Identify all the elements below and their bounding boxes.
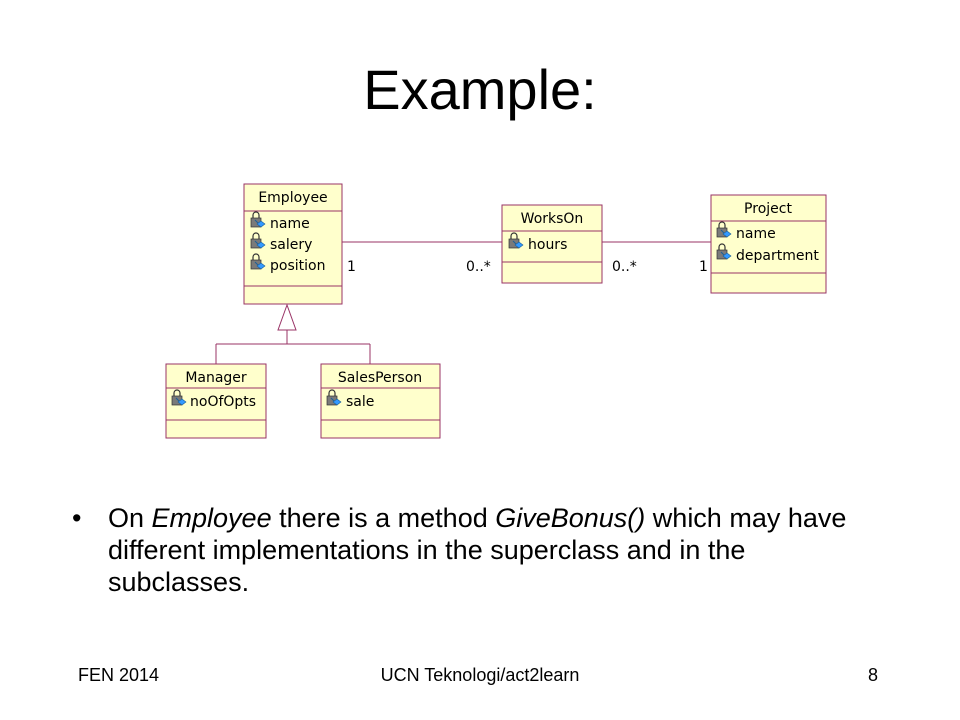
class-employee: Employee name salery position — [243, 183, 343, 305]
class-name: Employee — [258, 190, 327, 206]
attribute: salery — [270, 237, 312, 253]
class-salesperson: SalesPerson sale — [320, 363, 441, 439]
page-number: 8 — [868, 665, 879, 685]
bullet-text-mid: there is a method — [271, 503, 496, 533]
attribute: name — [736, 226, 776, 242]
class-workson: WorksOn hours — [501, 204, 603, 284]
bullet-text-post: which may have different implementations… — [108, 503, 847, 597]
class-name: WorksOn — [521, 211, 584, 227]
attribute: hours — [528, 237, 567, 253]
multiplicity-workson-left: 0..* — [466, 259, 491, 275]
class-name: Manager — [185, 370, 247, 386]
attribute: department — [736, 248, 819, 264]
multiplicity-employee: 1 — [347, 259, 356, 275]
multiplicity-project: 1 — [699, 259, 708, 275]
class-name: SalesPerson — [338, 370, 422, 386]
bullet-em-method: GiveBonus() — [495, 503, 646, 533]
bullet-em-employee: Employee — [151, 503, 272, 533]
attribute: noOfOpts — [190, 394, 256, 410]
bullet-text-pre: On — [108, 503, 152, 533]
attribute: sale — [346, 394, 374, 410]
slide-title: Example: — [363, 58, 597, 121]
multiplicity-workson-right: 0..* — [612, 259, 637, 275]
attribute: name — [270, 216, 310, 232]
bullet-text: On Employee there is a method GiveBonus(… — [108, 502, 868, 598]
bullet-dot: • — [72, 503, 82, 533]
footer-left: FEN 2014 — [78, 665, 160, 685]
class-name: Project — [744, 201, 792, 217]
generalization-arrow — [215, 303, 371, 364]
footer-center: UCN Teknologi/act2learn — [380, 665, 580, 685]
class-manager: Manager noOfOpts — [165, 363, 267, 439]
class-project: Project name department — [710, 194, 827, 294]
attribute: position — [270, 258, 325, 274]
